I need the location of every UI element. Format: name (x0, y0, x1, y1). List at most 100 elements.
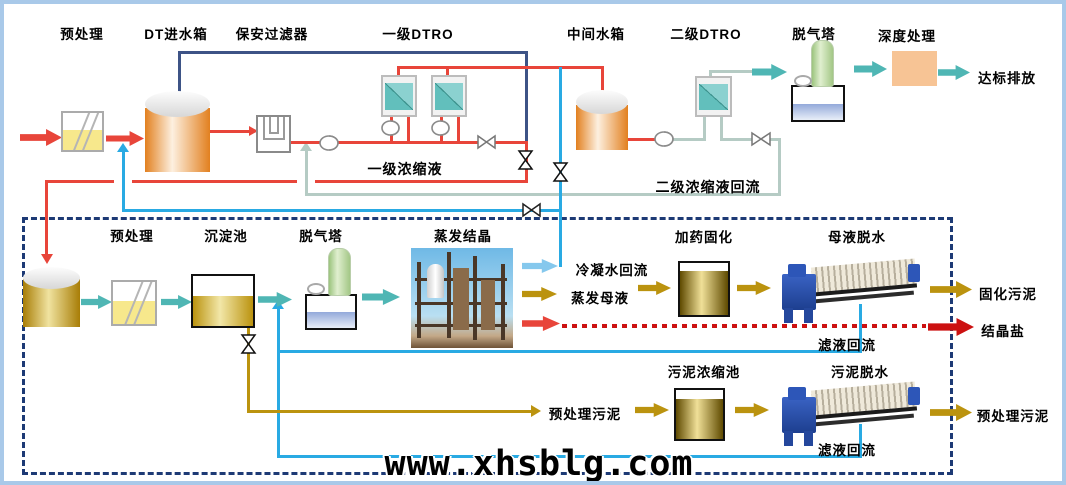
valve-stage2-return-icon (751, 131, 771, 147)
label-crystallized-salt: 结晶盐 (981, 324, 1025, 339)
label-stage1-concentrate: 一级浓缩液 (367, 161, 443, 177)
valve-condensate-riser-icon (552, 162, 569, 182)
dt-feed-tank-body (145, 108, 210, 172)
line-midtank-to-pump2 (627, 138, 656, 141)
press-head (782, 397, 816, 433)
label-dt-feed-tank: DT进水箱 (144, 27, 208, 42)
evap-beam (473, 256, 477, 340)
line-return-up-dt (122, 150, 125, 212)
line-stage1-concentrate-a (47, 180, 114, 183)
pump-dtro1a-icon (381, 120, 400, 136)
arrowhead-into-lower-tank (41, 254, 53, 264)
line-tank-to-filter (209, 130, 251, 133)
membrane-fill (699, 84, 728, 110)
valve-concentrate-icon (477, 134, 496, 150)
arrow-feed-input (20, 129, 62, 146)
lower-feed-tank-dome (23, 267, 80, 289)
line-navy-top (178, 51, 528, 54)
press-end-block (908, 264, 920, 282)
evap-vessel (427, 264, 444, 298)
evap-beam (447, 252, 451, 338)
evap-column (481, 280, 495, 330)
degasser-lower-vent-icon (307, 283, 325, 295)
valve-concentrate-drop-icon (517, 150, 534, 170)
line-permeate-into-midtank (601, 66, 604, 94)
label-security-filter: 保安过滤器 (235, 27, 309, 42)
watermark: www.xhsblg.com (384, 444, 694, 484)
evap-beam (417, 262, 421, 338)
line-module1-to-pump (390, 116, 393, 121)
label-mother-liquor-dewatering: 母液脱水 (828, 230, 886, 245)
press-head (782, 274, 816, 310)
degasser-top-box (791, 85, 845, 122)
label-degasser-lower: 脱气塔 (299, 229, 343, 244)
degasser-top-cylinder (811, 40, 834, 87)
line-valve-to-corner (770, 138, 781, 141)
label-evaporation: 蒸发结晶 (434, 229, 492, 244)
screen-liquid (113, 300, 155, 324)
screen-liquid (63, 129, 102, 150)
label-pretreatment-lower: 预处理 (110, 229, 154, 244)
label-evaporation-mother-liquor: 蒸发母液 (571, 291, 629, 306)
label-sedimentation: 沉淀池 (204, 229, 248, 244)
line-permeate-top (397, 66, 604, 69)
press-end-block (908, 387, 920, 405)
line-module3-right-pipe (720, 116, 723, 141)
intermediate-tank-dome (576, 90, 628, 114)
label-filtrate-return-upper: 滤液回流 (818, 338, 876, 353)
label-condensate-return: 冷凝水回流 (575, 263, 649, 278)
sedimentation-tank (191, 274, 255, 328)
line-stage1-concentrate-c (315, 180, 528, 183)
membrane-fill (385, 83, 413, 110)
sludge-thickener-tank (674, 388, 725, 441)
pretreatment-screen-lower (111, 280, 157, 326)
label-sludge-thickener: 污泥浓缩池 (667, 365, 741, 380)
line-sludge-horizontal (247, 410, 533, 413)
line-module3-left-pipe (703, 116, 706, 141)
filter-press-sludge (778, 381, 922, 449)
label-pretreatment-sludge-out: 预处理污泥 (976, 409, 1050, 424)
label-pretreatment-top: 预处理 (60, 27, 104, 42)
label-stage2-concentrate-return: 二级浓缩液回流 (655, 179, 761, 195)
line-pump-b-down (440, 135, 443, 142)
label-intermediate-tank: 中间水箱 (567, 27, 625, 42)
pretreatment-screen-top (61, 111, 104, 152)
degasser-liquid (307, 312, 355, 328)
line-module1-right-pipe (407, 116, 410, 143)
line-module3-to-valve (720, 138, 753, 141)
line-filter-to-pump (291, 141, 320, 144)
arrowhead-sludge-line (531, 405, 541, 417)
dosing-solidification-tank (678, 261, 730, 317)
line-valve-to-elbow (495, 141, 528, 144)
line-return-to-dt-feed (122, 209, 562, 212)
line-filtrate-upper (277, 350, 861, 353)
line-press2-filtrate-drop (859, 424, 862, 458)
arrow-to-discharge (938, 65, 970, 80)
dt-feed-tank-dome (145, 91, 210, 117)
press-cap (788, 264, 806, 277)
dtro1-module-a (381, 75, 417, 117)
line-press1-filtrate-drop (859, 304, 862, 353)
line-salt-dotted (562, 324, 926, 328)
evap-column (453, 268, 469, 330)
label-stage2-dtro: 二级DTRO (670, 27, 742, 42)
line-filtrate-lower (277, 455, 861, 458)
line-module3-permeate (709, 70, 757, 73)
arrowhead-stage2-return-up (300, 142, 312, 151)
valve-sludge-icon (240, 334, 257, 354)
line-navy-down (525, 51, 528, 143)
line-module1-top-pipe (397, 68, 400, 77)
line-stage2-return-riser (305, 150, 308, 196)
pump-dtro1b-icon (431, 120, 450, 136)
arrowhead-return-into-feed (117, 143, 129, 152)
line-concentrate-to-lower (45, 180, 48, 256)
line-module2-to-pump (440, 116, 443, 121)
line-filtrate-riser (277, 307, 280, 458)
lower-section-dashed-box (22, 217, 953, 475)
degasser-liquid (793, 103, 843, 120)
pump-stage2-icon (654, 131, 674, 147)
advanced-treatment-unit (892, 51, 937, 86)
line-navy-to-dt-tank (178, 51, 181, 96)
press-leg (804, 308, 813, 323)
